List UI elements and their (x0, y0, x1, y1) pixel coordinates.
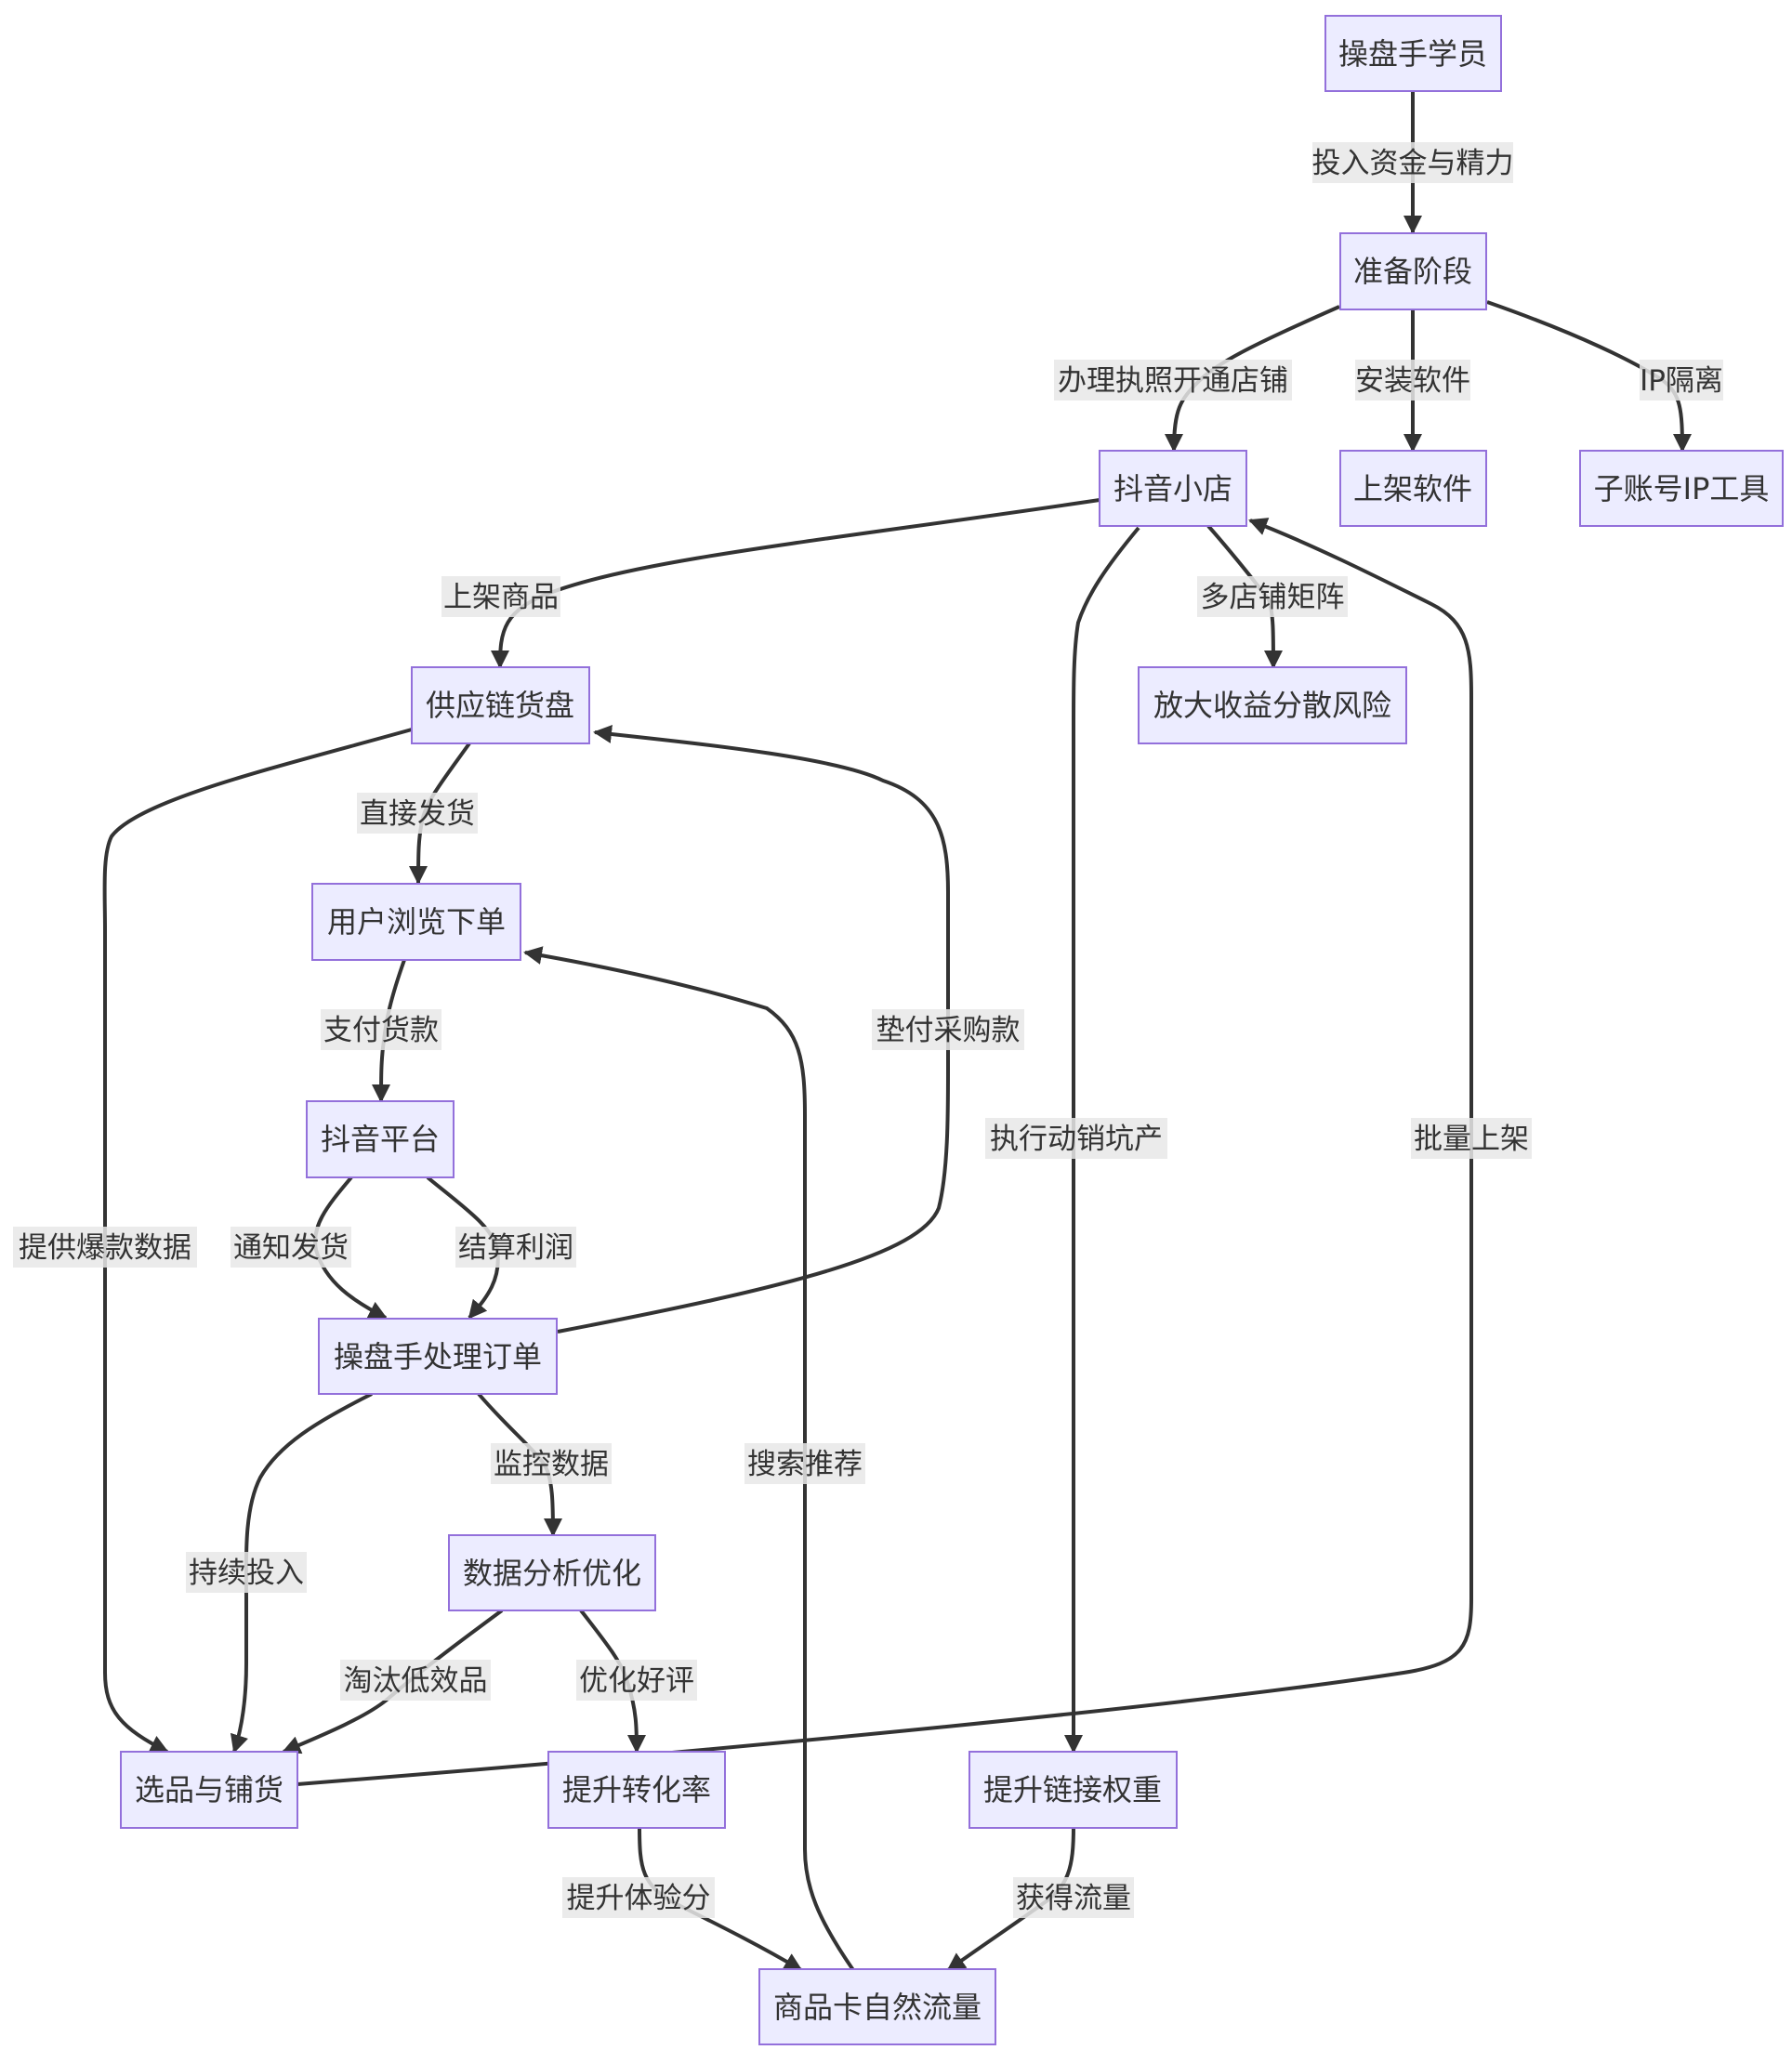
edge-label-eliminate-text: 淘汰低效品 (344, 1664, 488, 1698)
edge-label-list-products: 上架商品 (441, 576, 560, 617)
edge-label-hot-data-text: 提供爆款数据 (19, 1231, 191, 1265)
node-trader-student-label: 操盘手学员 (1338, 36, 1487, 72)
node-prep-stage-label: 准备阶段 (1353, 254, 1472, 289)
edge-label-monitor: 监控数据 (491, 1443, 612, 1484)
node-supply-chain-label: 供应链货盘 (426, 688, 574, 723)
edge-label-license-text: 办理执照开通店铺 (1058, 364, 1288, 398)
edge-label-execute-sales: 执行动销坑产 (985, 1118, 1167, 1159)
edge-label-multi-shop-text: 多店铺矩阵 (1201, 581, 1345, 614)
edge-label-license: 办理执照开通店铺 (1054, 360, 1292, 401)
edge-label-traffic-text: 获得流量 (1016, 1882, 1131, 1915)
edge-label-experience: 提升体验分 (562, 1877, 715, 1918)
edge-label-continuous-text: 持续投入 (189, 1557, 304, 1590)
node-natural-traffic-label: 商品卡自然流量 (773, 1990, 982, 2025)
edge-label-direct-ship-text: 直接发货 (360, 797, 475, 831)
edge-label-execute-sales-text: 执行动销坑产 (990, 1123, 1163, 1156)
edge-label-invest: 投入资金与精力 (1312, 142, 1514, 183)
edge-supply-to-selection (102, 728, 413, 1754)
edge-label-advance-text: 垫付采购款 (876, 1014, 1021, 1047)
edge-label-batch-list-text: 批量上架 (1414, 1123, 1529, 1156)
node-user-order: 用户浏览下单 (311, 883, 521, 961)
node-listing-software: 上架软件 (1339, 450, 1487, 527)
edge-labels: 投入资金与精力 办理执照开通店铺 安装软件 IP隔离 上架商品 多店铺矩阵 直接… (13, 142, 1723, 1918)
node-prep-stage: 准备阶段 (1339, 232, 1487, 310)
edge-label-direct-ship: 直接发货 (357, 793, 478, 834)
edge-label-list-products-text: 上架商品 (443, 581, 559, 614)
edge-label-search-text: 搜索推荐 (747, 1448, 863, 1481)
edge-label-settle-text: 结算利润 (458, 1231, 573, 1265)
nodes: 操盘手学员 准备阶段 抖音小店 上架软件 子账号IP工具 供应链货盘 放大收益分… (120, 15, 1784, 2045)
node-douyin-platform: 抖音平台 (306, 1100, 455, 1178)
edge-natural-to-user (523, 946, 855, 1972)
edge-label-invest-text: 投入资金与精力 (1312, 147, 1514, 180)
edge-label-install: 安装软件 (1355, 360, 1470, 401)
node-supply-chain: 供应链货盘 (411, 666, 590, 744)
node-improve-conversion: 提升转化率 (547, 1751, 726, 1829)
node-amplify-income: 放大收益分散风险 (1138, 666, 1407, 744)
edge-shop-to-supply (491, 498, 1100, 669)
node-natural-traffic: 商品卡自然流量 (758, 1968, 996, 2045)
edge-label-reviews: 优化好评 (576, 1660, 697, 1701)
edge-process-to-selection (230, 1392, 373, 1754)
edge-label-notify: 通知发货 (231, 1227, 351, 1268)
edge-label-pay: 支付货款 (321, 1009, 441, 1050)
node-trader-process-order-label: 操盘手处理订单 (334, 1339, 542, 1374)
edge-label-hot-data: 提供爆款数据 (13, 1227, 197, 1268)
node-douyin-shop: 抖音小店 (1099, 450, 1247, 527)
edge-label-batch-list: 批量上架 (1411, 1118, 1532, 1159)
edge-label-continuous: 持续投入 (186, 1552, 307, 1593)
edge-label-eliminate: 淘汰低效品 (340, 1660, 491, 1701)
node-product-selection-label: 选品与铺货 (135, 1772, 283, 1807)
edge-label-multi-shop: 多店铺矩阵 (1197, 576, 1348, 617)
edge-label-advance: 垫付采购款 (872, 1009, 1024, 1050)
node-douyin-shop-label: 抖音小店 (1113, 471, 1232, 506)
node-subaccount-ip-tool-label: 子账号IP工具 (1594, 471, 1770, 506)
node-trader-student: 操盘手学员 (1324, 15, 1502, 92)
node-data-analysis-label: 数据分析优化 (463, 1556, 641, 1591)
edge-process-to-supply (557, 725, 950, 1334)
edge-label-notify-text: 通知发货 (233, 1231, 349, 1265)
node-amplify-income-label: 放大收益分散风险 (1153, 688, 1391, 723)
node-improve-conversion-label: 提升转化率 (562, 1772, 711, 1807)
node-data-analysis: 数据分析优化 (448, 1534, 656, 1611)
node-improve-link-weight: 提升链接权重 (968, 1751, 1178, 1829)
edge-label-install-text: 安装软件 (1355, 364, 1470, 398)
edge-label-monitor-text: 监控数据 (494, 1448, 609, 1481)
node-douyin-platform-label: 抖音平台 (321, 1122, 440, 1157)
edge-label-reviews-text: 优化好评 (579, 1664, 694, 1698)
edge-conversion-to-shop (296, 518, 1473, 1786)
node-listing-software-label: 上架软件 (1353, 471, 1472, 506)
node-subaccount-ip-tool: 子账号IP工具 (1579, 450, 1784, 527)
node-user-order-label: 用户浏览下单 (327, 904, 506, 940)
edge-label-settle: 结算利润 (455, 1227, 576, 1268)
edge-label-traffic: 获得流量 (1013, 1877, 1134, 1918)
edge-label-pay-text: 支付货款 (323, 1014, 439, 1047)
node-improve-link-weight-label: 提升链接权重 (983, 1772, 1162, 1807)
edge-shop-to-link-weight (1064, 526, 1140, 1754)
edge-label-ip: IP隔离 (1640, 360, 1723, 401)
edge-label-experience-text: 提升体验分 (567, 1882, 711, 1915)
edge-label-search: 搜索推荐 (744, 1443, 865, 1484)
edge-label-ip-text: IP隔离 (1640, 364, 1723, 398)
node-product-selection: 选品与铺货 (120, 1751, 298, 1829)
node-trader-process-order: 操盘手处理订单 (318, 1318, 558, 1395)
